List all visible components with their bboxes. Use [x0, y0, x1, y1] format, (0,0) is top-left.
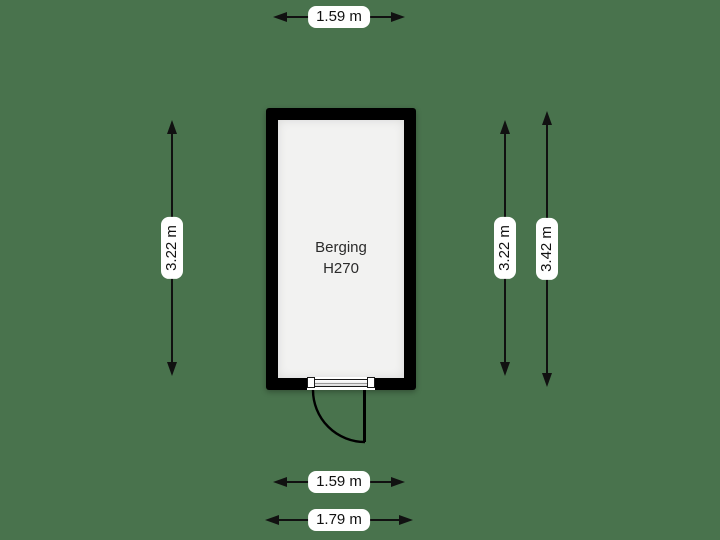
- arrow-right-icon: [391, 12, 405, 22]
- arrow-up-icon: [542, 111, 552, 125]
- dimension-right-inner-height: 3.22 m: [494, 120, 516, 376]
- door-leaf: [363, 390, 366, 442]
- dimension-top-inner-width: 1.59 m: [273, 6, 405, 28]
- arrow-left-icon: [273, 12, 287, 22]
- arrow-up-icon: [500, 120, 510, 134]
- dimension-label: 3.22 m: [161, 217, 183, 279]
- door-opening: [307, 377, 375, 390]
- arrow-up-icon: [167, 120, 177, 134]
- dimension-label: 3.42 m: [536, 218, 558, 280]
- dimension-label: 1.79 m: [308, 509, 370, 531]
- arrow-right-icon: [399, 515, 413, 525]
- door-swing-arc: [311, 389, 366, 444]
- arrow-left-icon: [265, 515, 279, 525]
- door-jamb-left: [307, 377, 315, 388]
- dimension-right-outer-height: 3.42 m: [536, 111, 558, 387]
- door-threshold: [315, 379, 367, 387]
- room-label: Berging H270: [315, 219, 367, 279]
- arrow-right-icon: [391, 477, 405, 487]
- room-floor: Berging H270: [278, 120, 404, 378]
- dimension-bottom-outer-width: 1.79 m: [265, 509, 413, 531]
- arrow-down-icon: [167, 362, 177, 376]
- dimension-bottom-inner-width: 1.59 m: [273, 471, 405, 493]
- room-height-label: H270: [323, 260, 359, 277]
- dimension-left-inner-height: 3.22 m: [161, 120, 183, 376]
- dimension-label: 3.22 m: [494, 217, 516, 279]
- arrow-down-icon: [500, 362, 510, 376]
- door-threshold-midline: [315, 383, 367, 384]
- room-berging-walls: Berging H270: [266, 108, 416, 390]
- door-jamb-right: [367, 377, 375, 388]
- room-name-label: Berging: [315, 239, 367, 256]
- dimension-label: 1.59 m: [308, 6, 370, 28]
- arrow-down-icon: [542, 373, 552, 387]
- dimension-label: 1.59 m: [308, 471, 370, 493]
- arrow-left-icon: [273, 477, 287, 487]
